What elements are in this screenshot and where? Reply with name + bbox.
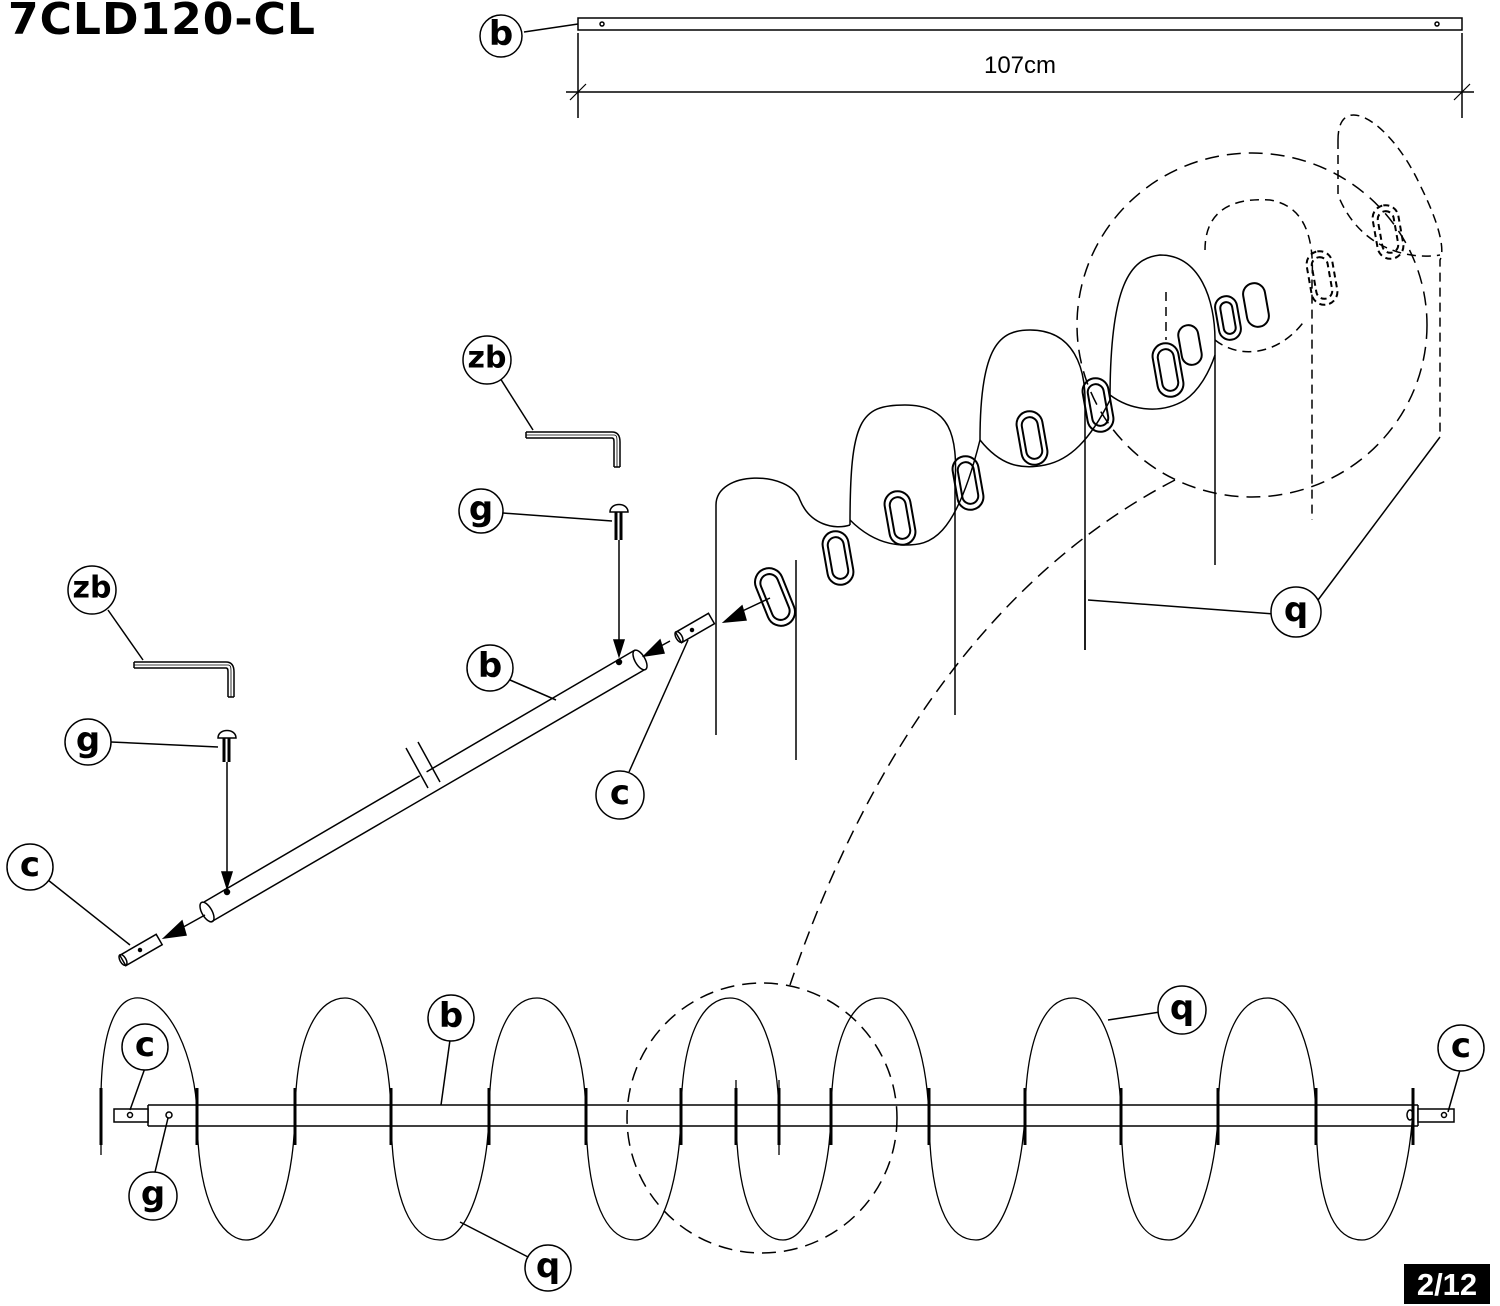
callout-g-upper: g <box>458 488 613 534</box>
page-number-badge: 2/12 <box>1404 1264 1490 1304</box>
allen-key-upper <box>525 431 621 468</box>
callout-g-upper-text: g <box>469 489 493 529</box>
grommet <box>883 490 917 546</box>
callout-q-bottom: q <box>459 1221 572 1292</box>
curtain-top-view <box>100 997 1414 1241</box>
callout-c-left: c <box>6 843 131 946</box>
connector-c-lower <box>118 914 206 967</box>
rod-b-outline <box>577 17 1463 31</box>
callout-b-diagonal-text: b <box>478 646 502 686</box>
callout-c-bottom-right-text: c <box>1451 1026 1471 1066</box>
grommets-hidden <box>1305 204 1405 306</box>
dimension-label: 107cm <box>984 52 1056 79</box>
model-code-title: 7CLD120-CL <box>8 0 316 45</box>
callout-c-upper: c <box>595 639 689 820</box>
rod-b-top-view <box>113 1104 1455 1127</box>
grommet <box>1151 342 1185 398</box>
detail-circle-bottom <box>626 982 898 1254</box>
detail-connector <box>789 479 1176 986</box>
grommet <box>821 530 855 586</box>
callout-zb-upper: zb <box>462 335 534 431</box>
callout-zb-lower: zb <box>67 565 144 661</box>
callout-q-middle-text: q <box>1284 590 1308 630</box>
grommet <box>1371 204 1405 260</box>
grommet <box>1177 324 1203 366</box>
screw-lower <box>217 729 237 891</box>
rod-hole-left <box>599 21 605 27</box>
callout-q-middle: q <box>1087 436 1441 638</box>
connector-c-upper <box>641 597 771 658</box>
callout-zb-lower-text: zb <box>73 571 112 606</box>
grommet <box>1242 282 1270 328</box>
rod-b-diagonal <box>199 649 648 923</box>
grommets-perspective <box>754 282 1270 627</box>
callout-zb-upper-text: zb <box>468 341 507 376</box>
callout-c-bottom-right: c <box>1437 1024 1485 1113</box>
grommet <box>1081 377 1115 433</box>
screw-upper <box>609 503 629 659</box>
grommet <box>1305 250 1339 306</box>
grommet <box>1214 295 1242 341</box>
callout-q-bottom-right: q <box>1107 985 1207 1035</box>
callout-q-bottom-right-text: q <box>1170 988 1194 1028</box>
callout-c-upper-text: c <box>610 773 630 813</box>
callout-c-bottom-left: c <box>121 1023 169 1111</box>
callout-b-top-text: b <box>489 14 513 54</box>
curtain-perspective <box>715 114 1443 760</box>
grommet-ticks <box>99 1088 1415 1145</box>
callout-b-bottom-text: b <box>439 996 463 1036</box>
callout-g-bottom: g <box>128 1117 178 1221</box>
callout-c-left-text: c <box>20 845 40 885</box>
rod-hole-right <box>1434 21 1440 27</box>
grommet <box>1015 410 1049 466</box>
callout-g-bottom-text: g <box>141 1174 165 1214</box>
callout-q-bottom-text: q <box>536 1246 560 1286</box>
callout-c-bottom-left-text: c <box>135 1025 155 1065</box>
callout-b-bottom: b <box>427 994 475 1106</box>
rod-b-reference <box>523 17 1474 118</box>
grommet <box>754 567 796 627</box>
allen-key-lower <box>133 661 235 698</box>
callout-b-diagonal: b <box>466 644 557 701</box>
callout-g-lower-text: g <box>76 720 100 760</box>
callout-b-top: b <box>479 14 523 58</box>
grommet <box>951 455 985 511</box>
callout-g-lower: g <box>64 718 219 766</box>
detail-circle-top <box>1076 152 1428 498</box>
